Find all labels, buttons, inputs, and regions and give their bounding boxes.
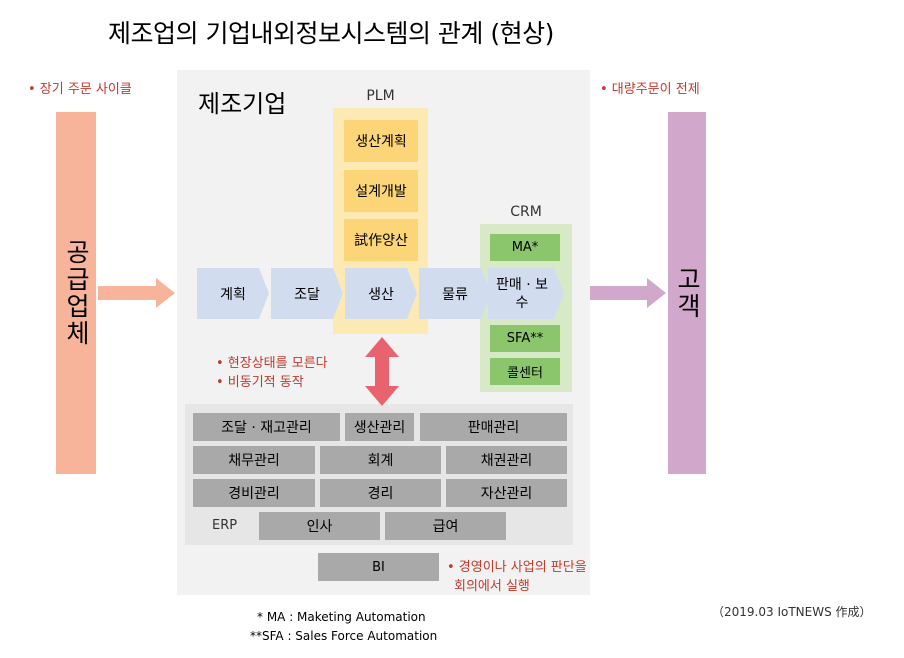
erp-payroll: 급여: [385, 512, 506, 540]
page-title: 제조업의 기업내외정보시스템의 관계 (현상): [108, 19, 554, 48]
erp-procure-inventory: 조달 · 재고관리: [193, 413, 340, 441]
erp-bookkeeping: 경리: [320, 479, 441, 507]
process-plan: 계획: [197, 268, 269, 319]
status-note-1: • 현장상태를 모른다: [216, 356, 328, 371]
crm-item-sfa: SFA**: [490, 325, 560, 352]
process-produce: 생산: [345, 268, 417, 319]
bi-box: BI: [318, 553, 439, 581]
company-to-customer-arrow: [590, 278, 666, 308]
erp-accounting: 회계: [320, 446, 441, 474]
erp-production-mgmt: 생산관리: [345, 413, 414, 441]
erp-asset-mgmt: 자산관리: [446, 479, 567, 507]
bi-note-1: • 경영이나 사업의 판단을: [447, 560, 587, 575]
crm-item-ma: MA*: [490, 234, 560, 261]
supplier-note: • 장기 주문 사이클: [28, 82, 132, 97]
plm-item-trial-production: 試作양산: [344, 219, 418, 261]
erp-sales-mgmt: 판매관리: [420, 413, 567, 441]
erp-debt-mgmt: 채무관리: [193, 446, 315, 474]
erp-label: ERP: [212, 518, 238, 533]
process-sales-service: 판매 · 보수: [488, 268, 564, 319]
plm-item-production-plan: 생산계획: [344, 120, 418, 162]
credit-note: （2019.03 IoTNEWS 作成）: [712, 605, 872, 619]
footnote-ma: * MA : Maketing Automation: [257, 610, 426, 624]
supplier-box: 공급업체: [56, 112, 96, 474]
customer-box: 고객: [668, 112, 706, 474]
bi-note-2: 회의에서 실행: [454, 579, 530, 594]
process-procure: 조달: [271, 268, 343, 319]
plm-item-design-dev: 설계개발: [344, 170, 418, 212]
erp-hr: 인사: [259, 512, 380, 540]
plm-label: PLM: [366, 88, 395, 104]
customer-label: 고객: [673, 266, 702, 320]
erp-expense-mgmt: 경비관리: [193, 479, 315, 507]
crm-item-callcenter: 콜센터: [490, 358, 560, 385]
supplier-label: 공급업체: [62, 239, 91, 347]
process-logistics: 물류: [419, 268, 491, 319]
company-label: 제조기업: [198, 90, 287, 118]
footnote-sfa: **SFA : Sales Force Automation: [250, 629, 438, 643]
status-note-2: • 비동기적 동작: [216, 375, 304, 390]
sync-double-arrow: [365, 337, 399, 406]
crm-label: CRM: [510, 204, 542, 220]
customer-note: • 대량주문이 전제: [600, 82, 700, 97]
erp-receivable-mgmt: 채권관리: [446, 446, 567, 474]
supplier-to-company-arrow: [98, 278, 175, 308]
